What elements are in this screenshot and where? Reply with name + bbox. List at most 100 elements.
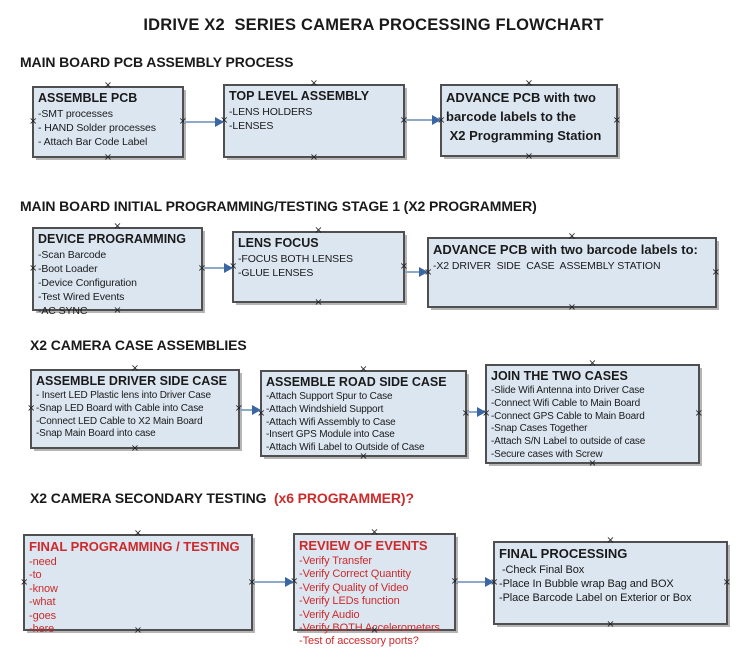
box-title: barcode labels to the: [446, 109, 577, 124]
section-heading-secondary-testing: X2 CAMERA SECONDARY TESTING (x6 PROGRAMM…: [30, 490, 414, 506]
box-item: -Test of accessory ports?: [299, 635, 419, 648]
arrow-shaft: [253, 581, 286, 583]
flow-box-device-programming[interactable]: DEVICE PROGRAMMING -Scan Barcode -Boot Lo…: [29, 222, 206, 318]
connection-handle-icon: ×: [103, 80, 113, 91]
connection-handle-icon: ×: [567, 302, 577, 313]
connection-handle-icon: ×: [314, 225, 323, 236]
box-item: -here: [29, 623, 55, 636]
connection-handle-icon: ×: [359, 364, 368, 375]
connection-handle-icon: ×: [29, 116, 38, 127]
box-item: -Verify LEDs function: [299, 595, 400, 608]
arrow-shaft: [456, 581, 486, 583]
box-item: -what: [29, 596, 56, 609]
box-item: -Scan Barcode: [38, 249, 107, 261]
box-item: -FOCUS BOTH LENSES: [238, 253, 353, 265]
box-item-group: -LENS HOLDERS-LENSES: [229, 105, 399, 133]
section-heading-case-assemblies: X2 CAMERA CASE ASSEMBLIES: [30, 337, 247, 353]
flow-box-assemble-road-side-case[interactable]: ASSEMBLE ROAD SIDE CASE -Attach Support …: [257, 364, 470, 462]
connection-handle-icon: ×: [133, 528, 143, 539]
box-title-group: ADVANCE PCB with two barcode labels to th…: [446, 88, 612, 145]
connection-handle-icon: ×: [588, 458, 597, 469]
arrow-shaft: [240, 409, 253, 411]
arrow-head-icon: [252, 405, 261, 415]
arrow-shaft: [184, 121, 216, 123]
box-item: -Verify Quality of Video: [299, 581, 409, 594]
connection-handle-icon: ×: [567, 231, 577, 242]
box-item: -Boot Loader: [38, 263, 98, 275]
flow-box-advance-pcb-programming-station[interactable]: ADVANCE PCB with two barcode labels to th…: [437, 78, 621, 162]
flow-box-assemble-pcb[interactable]: ASSEMBLE PCB -SMT processes- HAND Solder…: [29, 80, 187, 163]
box-title-group: ASSEMBLE PCB: [38, 90, 178, 107]
box-item-group: -X2 DRIVER SIDE CASE ASSEMBLY STATION: [433, 259, 711, 273]
box-title-group: LENS FOCUS: [238, 235, 399, 252]
arrow-head-icon: [285, 577, 294, 587]
arrow-shaft: [405, 271, 420, 273]
box-item: -Verify Audio: [299, 608, 360, 621]
box-item: -Attach Windshield Support: [266, 403, 384, 415]
box-item: - Attach Bar Code Label: [38, 136, 148, 148]
box-item: -Test Wired Events: [38, 291, 125, 303]
connection-handle-icon: ×: [29, 263, 38, 274]
box-title-group: ASSEMBLE DRIVER SIDE CASE: [36, 373, 234, 390]
flow-box-review-of-events[interactable]: REVIEW OF EVENTS -Verify Transfer-Verify…: [290, 528, 459, 648]
arrow-head-icon: [224, 263, 233, 273]
box-title: ASSEMBLE ROAD SIDE CASE: [266, 375, 447, 389]
box-title: REVIEW OF EVENTS: [299, 538, 428, 553]
connection-handle-icon: ×: [722, 577, 731, 588]
connection-handle-icon: ×: [309, 152, 319, 163]
flow-box-final-processing[interactable]: FINAL PROCESSING -Check Final Box-Place …: [490, 535, 731, 630]
box-title: TOP LEVEL ASSEMBLY: [229, 89, 370, 103]
box-title: ASSEMBLE PCB: [38, 91, 138, 105]
flow-box-final-programming-testing[interactable]: FINAL PROGRAMMING / TESTING -need-to-kno…: [20, 528, 256, 636]
connection-handle-icon: ×: [524, 78, 534, 89]
box-title: ASSEMBLE DRIVER SIDE CASE: [36, 374, 228, 388]
arrow-shaft: [467, 411, 478, 413]
arrow-head-icon: [477, 407, 486, 417]
box-title-group: DEVICE PROGRAMMING: [38, 231, 197, 248]
box-title-group: ADVANCE PCB with two barcode labels to:: [433, 241, 711, 259]
box-item: -Attach Wifi Label to Outside of Case: [266, 442, 425, 454]
flow-box-lens-focus[interactable]: LENS FOCUS -FOCUS BOTH LENSES -GLUE LENSE…: [229, 225, 408, 308]
connection-handle-icon: ×: [309, 78, 319, 89]
flow-box-join-the-two-cases[interactable]: JOIN THE TWO CASES -Slide Wifi Antenna i…: [482, 358, 703, 469]
connection-handle-icon: ×: [606, 535, 615, 546]
box-item: -AC SYNC: [38, 305, 88, 317]
section-heading-programmer-red: (x6 PROGRAMMER)?: [273, 490, 414, 506]
box-item: -Place In Bubble wrap Bag and BOX: [499, 578, 674, 591]
connection-handle-icon: ×: [606, 619, 615, 630]
box-item-group: -FOCUS BOTH LENSES -GLUE LENSES: [238, 252, 399, 280]
box-item: -Snap LED Board with Cable into Case: [36, 402, 204, 414]
box-item: -SMT processes: [38, 108, 113, 120]
box-item: -Verify Correct Quantity: [299, 568, 411, 581]
arrow-shaft: [203, 267, 225, 269]
section-heading-initial-programming: MAIN BOARD INITIAL PROGRAMMING/TESTING S…: [20, 198, 537, 214]
connection-handle-icon: ×: [130, 443, 140, 454]
flow-box-advance-pcb-driver-side-station[interactable]: ADVANCE PCB with two barcode labels to: …: [424, 231, 720, 313]
box-item: -Insert GPS Module into Case: [266, 429, 395, 441]
box-item-group: - Insert LED Plastic lens into Driver Ca…: [36, 390, 234, 441]
connection-handle-icon: ×: [27, 403, 36, 414]
flow-box-top-level-assembly[interactable]: TOP LEVEL ASSEMBLY -LENS HOLDERS-LENSES …: [220, 78, 408, 163]
box-item: -Attach S/N Label to outside of case: [491, 436, 646, 448]
connection-handle-icon: ×: [130, 363, 140, 374]
box-title-group: FINAL PROCESSING: [499, 545, 722, 563]
flow-box-assemble-driver-side-case[interactable]: ASSEMBLE DRIVER SIDE CASE - Insert LED P…: [27, 363, 243, 454]
box-title: FINAL PROGRAMMING / TESTING: [29, 539, 240, 554]
box-item: -GLUE LENSES: [238, 267, 314, 279]
box-item-group: -Attach Support Spur to Case-Attach Wind…: [266, 391, 461, 455]
box-item-group: -SMT processes- HAND Solder processes- A…: [38, 107, 178, 149]
box-title: ADVANCE PCB with two: [446, 90, 596, 105]
arrow-head-icon: [432, 115, 441, 125]
box-item-group: -Scan Barcode-Boot Loader-Device Configu…: [38, 248, 197, 318]
box-title: ADVANCE PCB with two barcode labels to:: [433, 242, 698, 257]
box-item: -Verify BOTH Accelerometers: [299, 622, 440, 635]
section-heading-secondary-testing-black: X2 CAMERA SECONDARY TESTING: [30, 490, 274, 506]
box-title-group: ASSEMBLE ROAD SIDE CASE: [266, 374, 461, 391]
box-item: -know: [29, 582, 58, 595]
box-item: -Attach Wifi Assembly to Case: [266, 416, 396, 428]
box-item-group: -Verify Transfer-Verify Correct Quantity…: [299, 555, 450, 649]
box-title: FINAL PROCESSING: [499, 546, 628, 561]
connection-handle-icon: ×: [588, 358, 597, 369]
box-title: DEVICE PROGRAMMING: [38, 232, 186, 246]
arrow-shaft: [405, 119, 433, 121]
